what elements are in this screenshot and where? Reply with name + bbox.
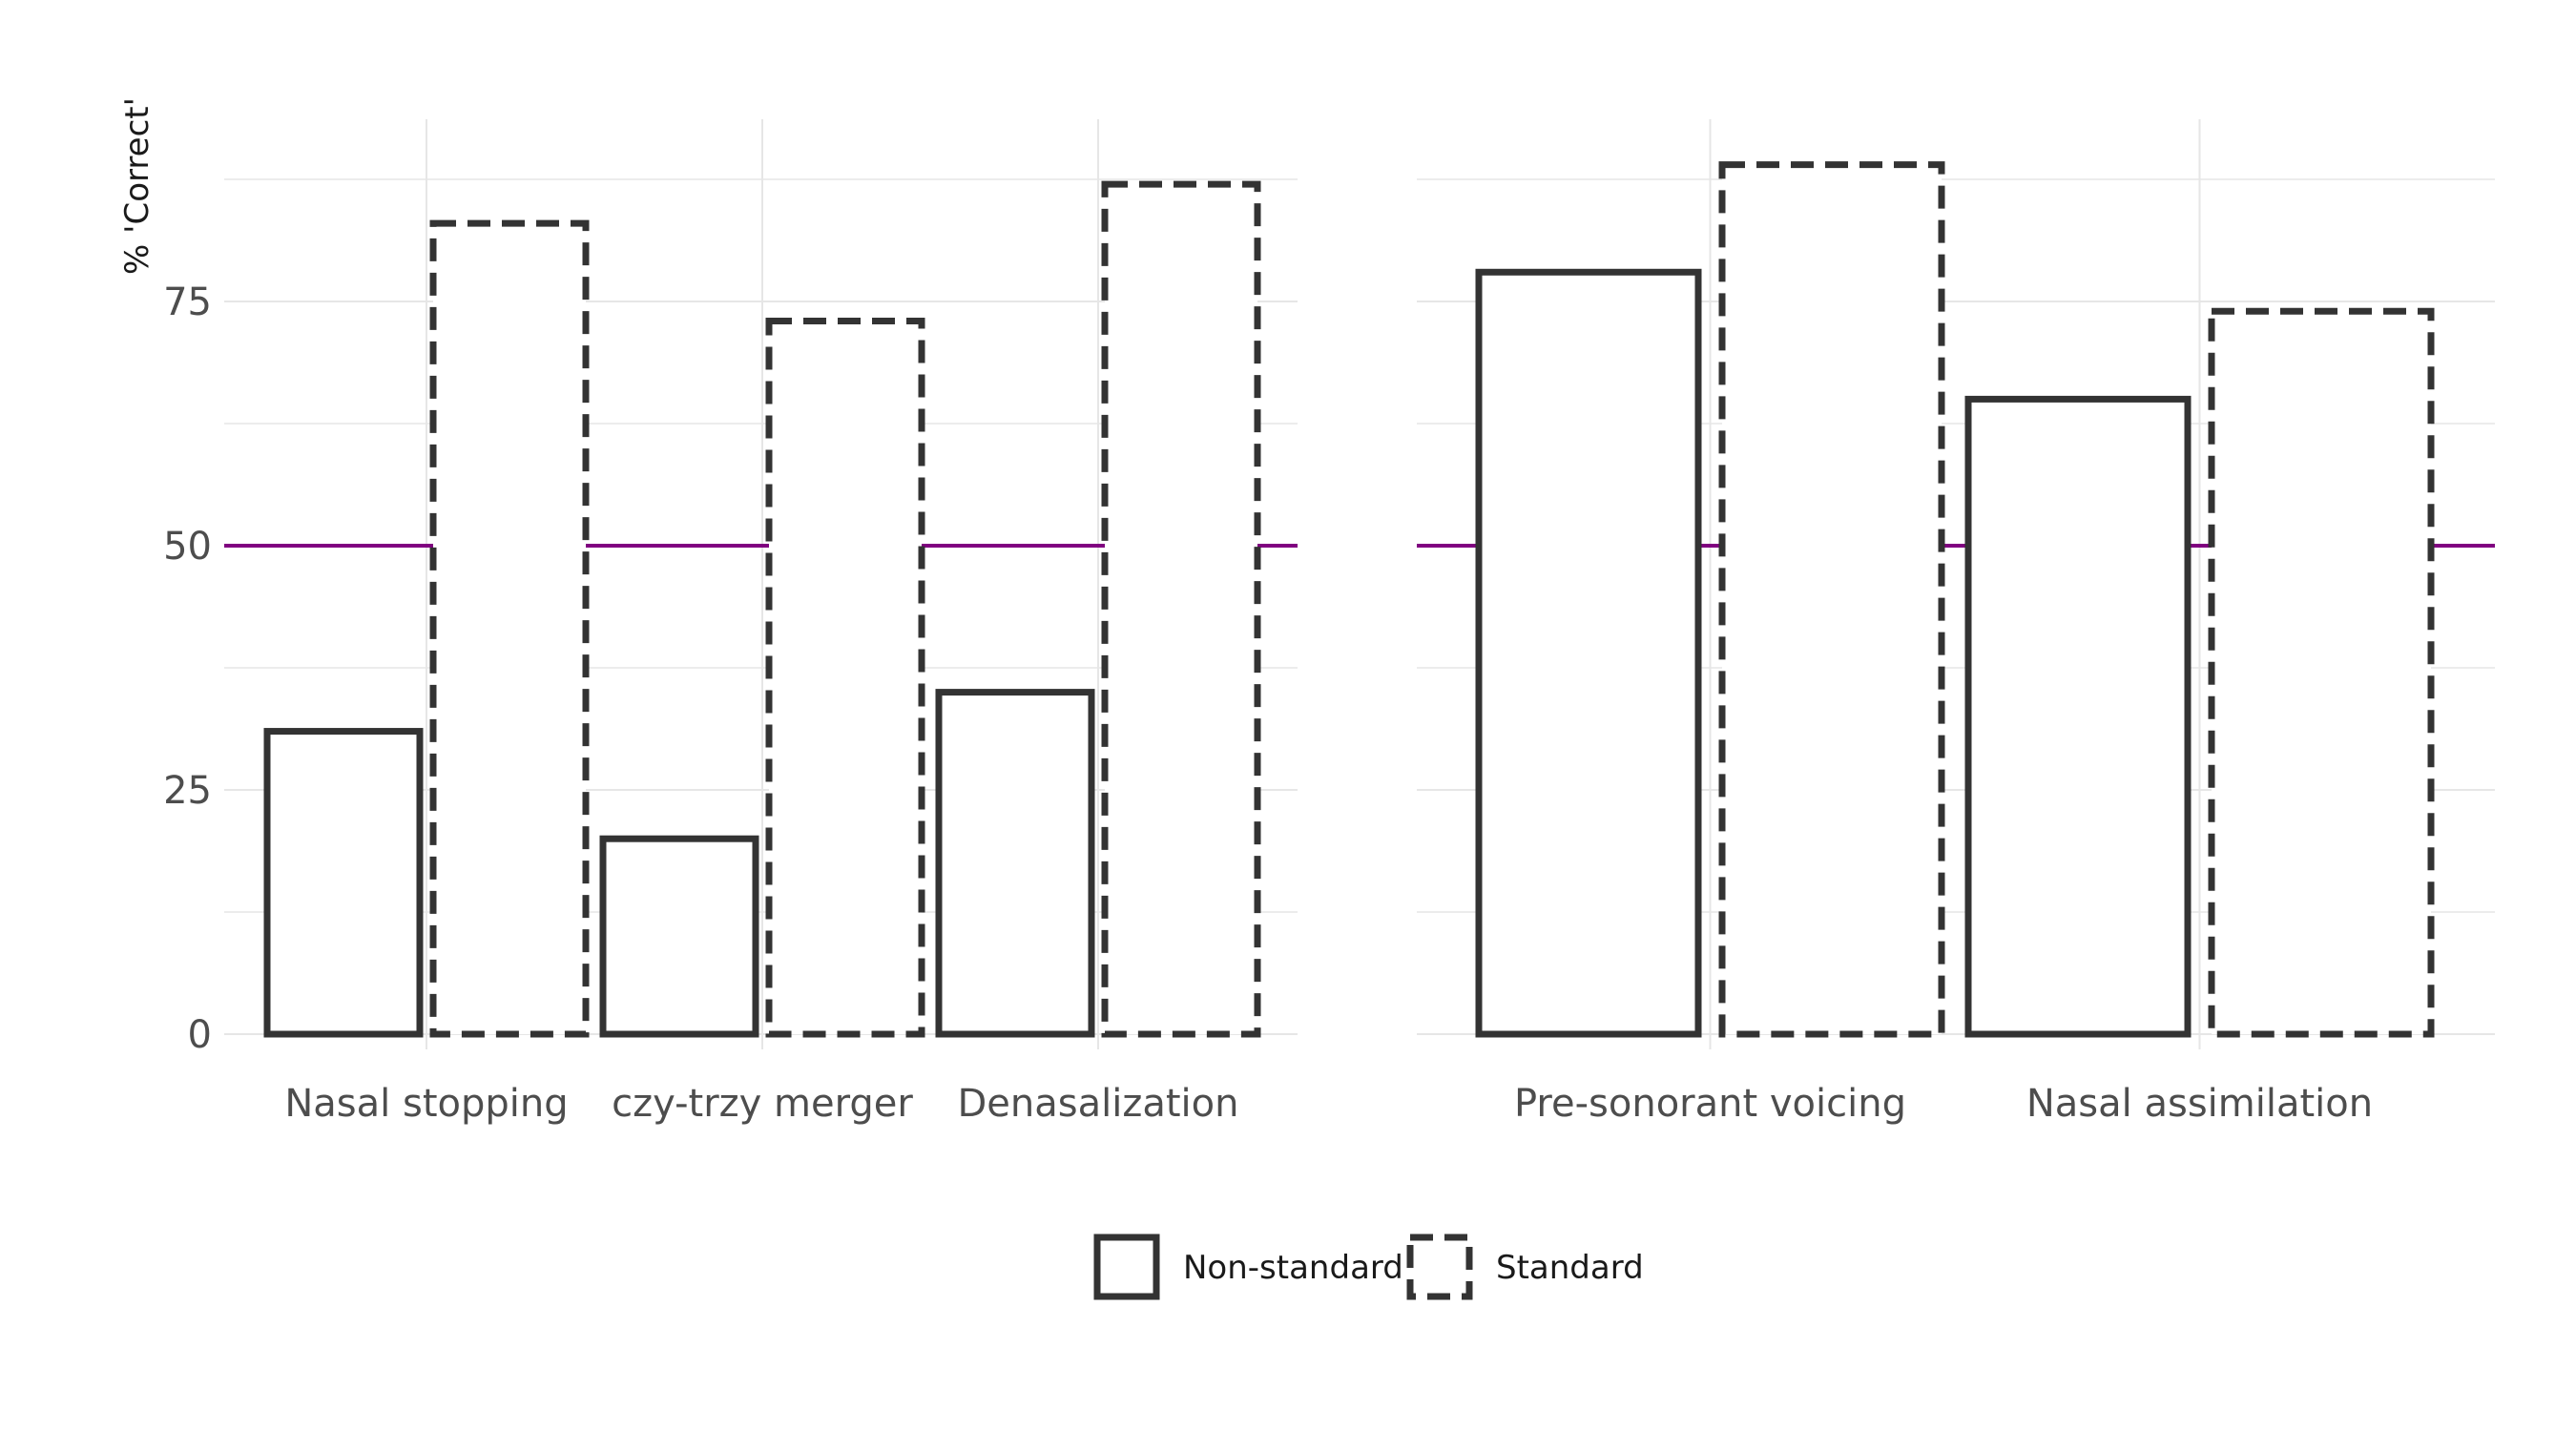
x-tick-label: czy-trzy merger — [612, 1082, 913, 1126]
y-tick-label: 25 — [163, 769, 212, 813]
y-tick-label: 75 — [163, 280, 212, 324]
bar-czy-trzy-merger-standard — [765, 317, 925, 1038]
bar-nasal-assimilation-standard — [2208, 307, 2435, 1038]
legend: Non-standard Standard — [1093, 1234, 1644, 1300]
bar-nasal-stopping-standard — [429, 219, 590, 1038]
x-tick-label: Nasal assimilation — [2026, 1082, 2373, 1126]
bar-pre-sonorant-voicing-non-standard — [1475, 268, 1702, 1038]
x-tick-label: Pre-sonorant voicing — [1514, 1082, 1906, 1126]
bar-nasal-stopping-non-standard — [263, 728, 424, 1038]
legend-label-standard: Standard — [1496, 1249, 1644, 1287]
bar-nasal-assimilation-non-standard — [1964, 395, 2192, 1038]
legend-label-non-standard: Non-standard — [1183, 1249, 1403, 1287]
legend-key-non-standard — [1093, 1234, 1160, 1300]
x-tick-label: Nasal stopping — [284, 1082, 568, 1126]
bar-pre-sonorant-voicing-standard — [1718, 161, 1945, 1038]
bar-denasalization-standard — [1101, 180, 1261, 1038]
y-tick-label: 0 — [188, 1013, 212, 1057]
tick-labels: Nasal stopping czy-trzy merger Denasalizat… — [163, 280, 2373, 1126]
x-tick-label: Denasalization — [958, 1082, 1239, 1126]
y-tick-label: 50 — [163, 525, 212, 569]
y-axis-label: % 'Correct' — [118, 97, 156, 275]
bar-czy-trzy-merger-non-standard — [599, 835, 759, 1038]
bars — [263, 161, 2435, 1038]
legend-key-standard — [1406, 1234, 1473, 1300]
bar-denasalization-non-standard — [935, 689, 1095, 1038]
